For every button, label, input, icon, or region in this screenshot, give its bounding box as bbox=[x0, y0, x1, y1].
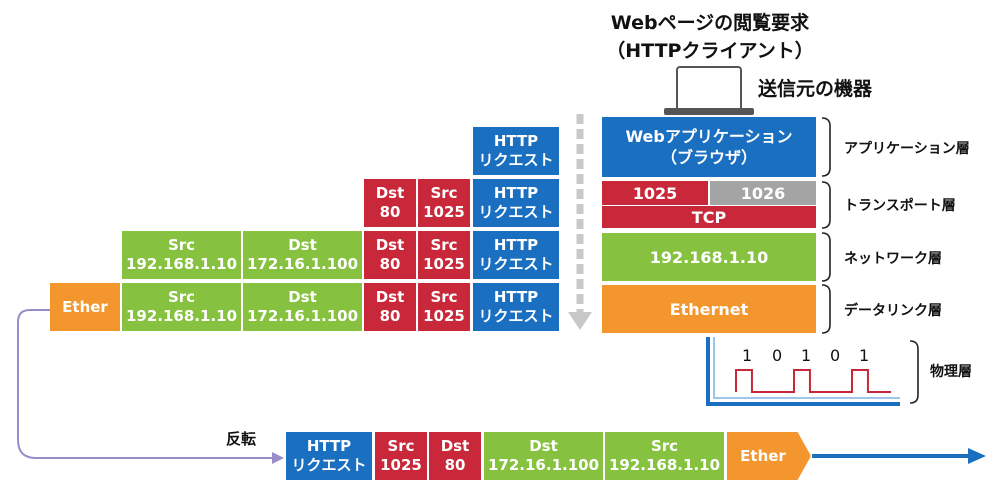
output-arrow-icon bbox=[968, 448, 986, 464]
reverse-arrow-icon bbox=[272, 452, 284, 464]
title-line-2: （HTTPクライアント） bbox=[606, 40, 814, 62]
bit-4: 0 bbox=[830, 346, 841, 365]
reverse-label: 反転 bbox=[226, 430, 257, 448]
bit-2: 0 bbox=[772, 346, 783, 365]
layer-brackets bbox=[821, 117, 919, 404]
stack-ethernet: Ethernet bbox=[602, 285, 816, 333]
layer-label-network: ネットワーク層 bbox=[844, 251, 942, 267]
signal-waveform bbox=[735, 369, 891, 393]
layer-label-application: アプリケーション層 bbox=[844, 141, 970, 157]
frame-ether: Ether bbox=[727, 432, 811, 480]
stack-port-src: 1025 bbox=[602, 181, 708, 205]
physical-wire-inner bbox=[713, 337, 900, 399]
stack-tcp: TCP bbox=[602, 206, 816, 228]
stack-network: 192.168.1.10 bbox=[602, 233, 816, 281]
layer-label-transport: トランスポート層 bbox=[844, 198, 956, 214]
device-label: 送信元の機器 bbox=[758, 78, 873, 100]
title-line-1: Webページの閲覧要求 bbox=[610, 12, 810, 34]
bit-5: 1 bbox=[859, 346, 870, 365]
downward-arrow-icon bbox=[568, 114, 592, 330]
bit-3: 1 bbox=[801, 346, 812, 365]
stack-application: Webアプリケーション （ブラウザ） bbox=[602, 117, 816, 177]
row4-ether: Ether bbox=[50, 283, 120, 331]
bit-1: 1 bbox=[742, 346, 753, 365]
reverse-connector bbox=[17, 309, 274, 459]
layer-label-physical: 物理層 bbox=[930, 364, 972, 380]
physical-wire bbox=[706, 337, 900, 406]
layer-label-datalink: データリンク層 bbox=[844, 303, 942, 319]
stack-port-dst: 1026 bbox=[710, 181, 816, 205]
